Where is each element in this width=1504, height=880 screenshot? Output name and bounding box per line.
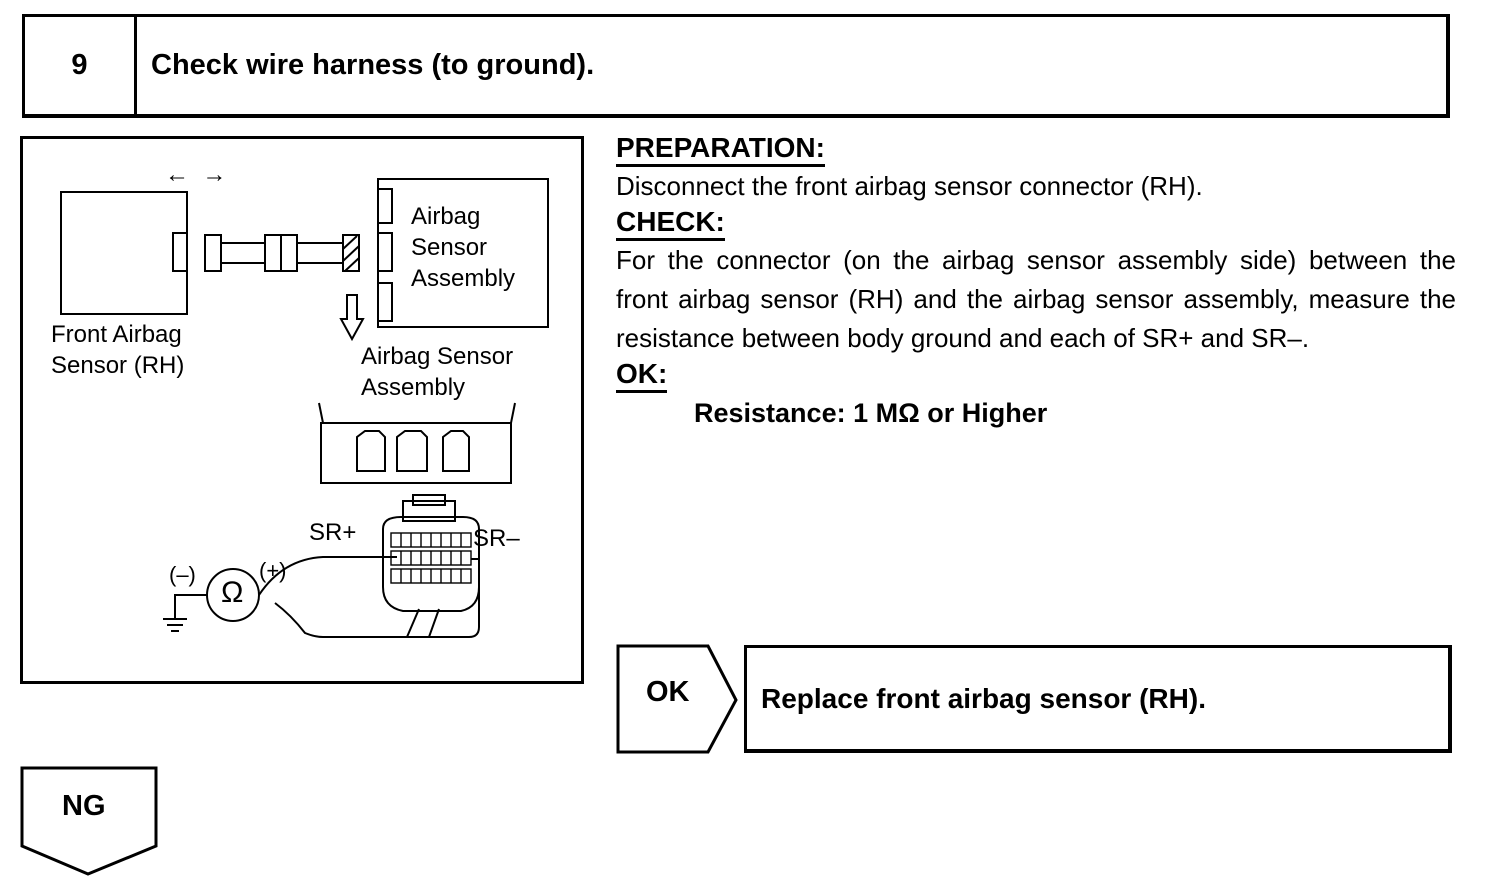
preparation-text: Disconnect the front airbag sensor conne… bbox=[616, 171, 1203, 201]
ok-arrow-box bbox=[616, 644, 738, 754]
ok-heading: OK: bbox=[616, 358, 668, 393]
front-sensor-label: Front Airbag Sensor (RH) bbox=[51, 321, 185, 379]
step-number: 9 bbox=[25, 17, 137, 114]
step-header: 9 Check wire harness (to ground). bbox=[22, 14, 1450, 118]
ok-spec: Resistance: 1 MΩ or Higher bbox=[694, 398, 1048, 428]
sr-minus-label: SR– bbox=[473, 525, 520, 552]
ok-action-text: Replace front airbag sensor (RH). bbox=[761, 682, 1206, 714]
assembly-label-top: Airbag Sensor Assembly bbox=[411, 203, 516, 292]
ground-icon bbox=[163, 594, 207, 632]
harness-end-hatched bbox=[342, 234, 360, 272]
step-title: Check wire harness (to ground). bbox=[151, 49, 595, 81]
wiring-diagram: ← → Front Airbag Sensor (RH) Airbag Sens… bbox=[20, 136, 584, 684]
check-heading: CHECK: bbox=[616, 206, 725, 241]
ohm-symbol: Ω bbox=[221, 576, 244, 609]
front-sensor-box bbox=[60, 191, 188, 315]
preparation-heading: PREPARATION: bbox=[616, 132, 825, 167]
down-arrow-icon bbox=[339, 294, 365, 342]
arrows-label: ← → bbox=[165, 161, 227, 188]
ok-action-box: Replace front airbag sensor (RH). bbox=[744, 645, 1452, 753]
sr-plus-label: SR+ bbox=[309, 519, 357, 546]
connector-face bbox=[320, 422, 512, 484]
ng-label: NG bbox=[62, 790, 106, 822]
lead-sr-minus bbox=[274, 558, 480, 638]
ok-label: OK bbox=[646, 676, 690, 708]
lead-sr-plus bbox=[258, 556, 397, 596]
meter-minus-label: (–) bbox=[169, 562, 196, 587]
instructions: PREPARATION: Disconnect the front airbag… bbox=[616, 132, 1456, 433]
front-sensor-connector bbox=[172, 232, 188, 272]
ng-arrow-box bbox=[20, 766, 158, 876]
meter-plus-label: (+) bbox=[259, 558, 287, 583]
assembly-label-bottom: Airbag Sensor Assembly bbox=[361, 343, 514, 401]
check-text: For the connector (on the airbag sensor … bbox=[616, 245, 1456, 353]
diagram-drawing bbox=[60, 178, 549, 638]
